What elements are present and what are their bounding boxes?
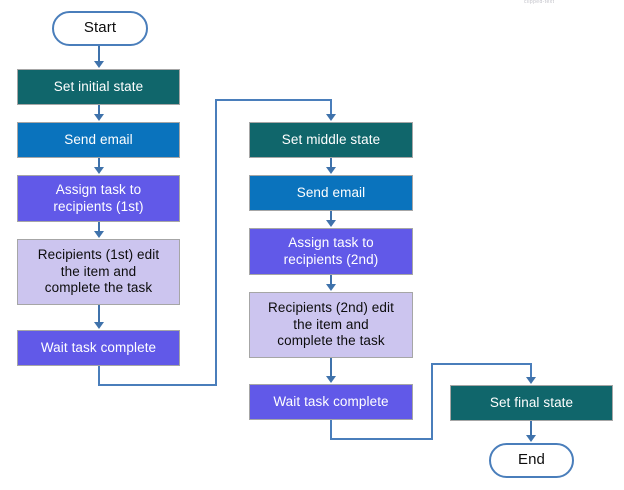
node-send-email-1-label: Send email: [64, 131, 133, 147]
node-wait-task-complete-2[interactable]: Wait task complete: [249, 384, 413, 420]
node-start[interactable]: Start: [52, 11, 148, 46]
edge-recipients-edit-1-to-wait-1: [98, 305, 100, 323]
edge-start-to-set-initial-state: [98, 46, 100, 62]
node-send-email-2[interactable]: Send email: [249, 175, 413, 211]
node-send-email-1[interactable]: Send email: [17, 122, 180, 158]
node-recipients-edit-1-label: Recipients (1st) edit the item and compl…: [37, 247, 160, 296]
arrowhead-icon: [326, 167, 336, 174]
edge-loop2-segment-to-final: [431, 363, 532, 365]
clipped-text-fragment: clipped-text: [524, 0, 555, 5]
arrowhead-icon: [94, 167, 104, 174]
node-wait-task-complete-2-label: Wait task complete: [273, 393, 389, 409]
node-set-middle-state-label: Set middle state: [281, 131, 381, 147]
edge-send-email-2-to-assign-task-2: [330, 211, 332, 221]
node-assign-task-1[interactable]: Assign task to recipients (1st): [17, 175, 180, 222]
edge-loop1-segment-to-middle: [215, 99, 332, 101]
node-start-label: Start: [83, 19, 117, 37]
edge-loop2-segment-up: [431, 363, 433, 440]
node-set-initial-state-label: Set initial state: [53, 78, 144, 94]
edge-set-final-state-to-end: [530, 421, 532, 436]
edge-recipients-edit-2-to-wait-2: [330, 358, 332, 376]
edge-loop1-segment-right: [98, 384, 217, 386]
arrowhead-icon: [526, 377, 536, 384]
node-assign-task-2-label: Assign task to recipients (2nd): [283, 235, 379, 267]
edge-assign-task-2-to-recipients-edit-2: [330, 275, 332, 285]
edge-loop2-segment-down-into-final: [530, 363, 532, 378]
node-set-final-state[interactable]: Set final state: [450, 385, 613, 421]
edge-assign-task-1-to-recipients-edit-1: [98, 222, 100, 232]
node-assign-task-2[interactable]: Assign task to recipients (2nd): [249, 228, 413, 275]
node-set-final-state-label: Set final state: [489, 394, 574, 410]
node-end-label: End: [518, 451, 545, 469]
edge-loop2-segment-down: [330, 420, 332, 440]
arrowhead-icon: [326, 220, 336, 227]
edge-loop1-segment-up: [215, 99, 217, 386]
arrowhead-icon: [326, 114, 336, 121]
arrowhead-icon: [94, 114, 104, 121]
edge-loop1-segment-down: [98, 366, 100, 386]
node-set-middle-state[interactable]: Set middle state: [249, 122, 413, 158]
node-wait-task-complete-1-label: Wait task complete: [40, 339, 157, 355]
edge-loop2-segment-right: [330, 438, 433, 440]
arrowhead-icon: [94, 231, 104, 238]
arrowhead-icon: [94, 322, 104, 329]
edge-loop1-segment-down-into-middle: [330, 99, 332, 115]
node-recipients-edit-2-label: Recipients (2nd) edit the item and compl…: [268, 300, 394, 349]
node-recipients-edit-2[interactable]: Recipients (2nd) edit the item and compl…: [249, 292, 413, 358]
edge-set-initial-state-to-send-email-1: [98, 105, 100, 115]
node-end[interactable]: End: [489, 443, 574, 478]
arrowhead-icon: [526, 435, 536, 442]
node-wait-task-complete-1[interactable]: Wait task complete: [17, 330, 180, 366]
node-send-email-2-label: Send email: [296, 184, 366, 200]
edge-send-email-1-to-assign-task-1: [98, 158, 100, 168]
arrowhead-icon: [94, 61, 104, 68]
edge-set-middle-state-to-send-email-2: [330, 158, 332, 168]
node-set-initial-state[interactable]: Set initial state: [17, 69, 180, 105]
node-recipients-edit-1[interactable]: Recipients (1st) edit the item and compl…: [17, 239, 180, 305]
arrowhead-icon: [326, 284, 336, 291]
node-assign-task-1-label: Assign task to recipients (1st): [53, 182, 144, 214]
arrowhead-icon: [326, 376, 336, 383]
